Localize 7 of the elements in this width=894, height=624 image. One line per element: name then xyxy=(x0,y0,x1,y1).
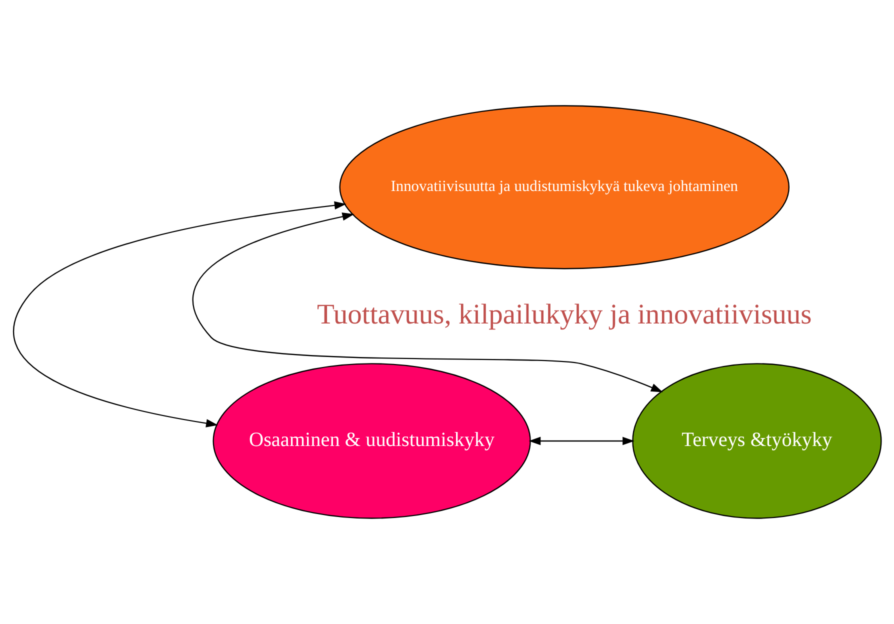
label: Tuottavuus, kilpailukyky ja innovatiivisuus xyxy=(316,300,812,331)
arrow xyxy=(13,201,346,428)
node-ellipse: Innovatiivisuutta ja uudistumiskykyä tukeva johtaminen xyxy=(339,105,790,270)
arrow xyxy=(192,212,663,392)
node-ellipse: Terveys &työkyky xyxy=(632,363,882,519)
arrow xyxy=(528,436,634,446)
node-ellipse: Osaaminen & uudistumiskyky xyxy=(212,363,531,519)
